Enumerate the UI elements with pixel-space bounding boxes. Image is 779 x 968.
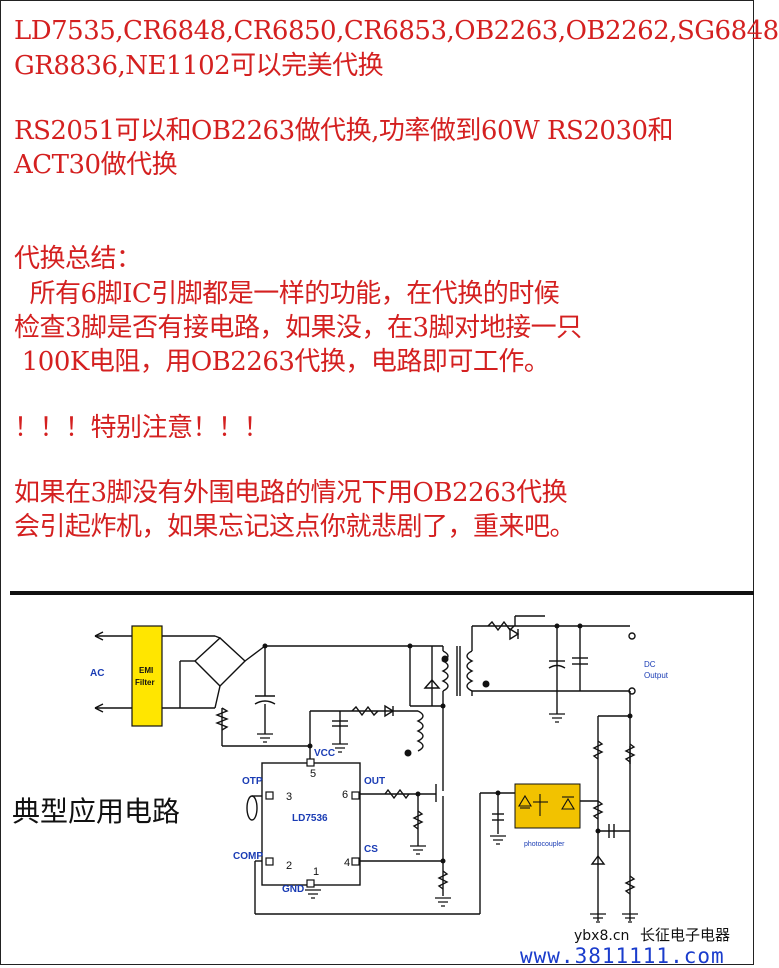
watermark-site: ybx8.cn <box>574 928 630 944</box>
text-line-1: LD7535,CR6848,CR6850,CR6853,OB2263,OB226… <box>14 16 779 46</box>
text-line-8: 100K电阻，用OB2263代换，电路即可工作。 <box>14 347 550 377</box>
label-ic: LD7536 <box>292 813 328 824</box>
section-divider <box>10 591 754 595</box>
label-pin4: 4 <box>344 857 350 869</box>
text-line-7: 检查3脚是否有接电路，如果没，在3脚对地接一只 <box>14 313 582 343</box>
label-gnd: GND <box>282 884 304 895</box>
text-line-6: 所有6脚IC引脚都是一样的功能，在代换的时候 <box>14 279 560 309</box>
label-ac: AC <box>90 668 104 679</box>
label-dc: DC <box>644 660 656 669</box>
page-frame <box>0 0 754 965</box>
text-line-10: 如果在3脚没有外围电路的情况下用OB2263代换 <box>14 478 568 508</box>
text-line-3: RS2051可以和OB2263做代换,功率做到60W RS2030和 <box>14 116 674 146</box>
label-pin6: 6 <box>342 789 348 801</box>
label-out: OUT <box>364 776 385 787</box>
text-line-5: 代换总结： <box>14 244 142 274</box>
label-pin5: 5 <box>310 768 316 780</box>
circuit-diagram: AC EMI Filter VCC 5 OTP 3 OUT 6 LD7536 C… <box>90 615 669 923</box>
emi-filter-block <box>131 625 163 727</box>
label-cs: CS <box>364 844 378 855</box>
text-line-4: ACT30做代换 <box>14 150 178 180</box>
label-output: Output <box>644 671 669 680</box>
text-line-11: 会引起炸机，如果忘记这点你就悲剧了，重来吧。 <box>14 512 576 542</box>
label-pin3: 3 <box>286 791 292 803</box>
text-line-9: ！！！特别注意！！！ <box>14 413 270 443</box>
label-emi: EMI <box>139 666 153 675</box>
label-vcc: VCC <box>314 748 335 759</box>
label-pin1: 1 <box>313 866 319 878</box>
text-line-2: GR8836,NE1102可以完美代换 <box>14 51 384 81</box>
label-comp: COMP <box>233 851 263 862</box>
label-otp: OTP <box>242 776 263 787</box>
label-filter: Filter <box>135 678 155 687</box>
watermark-url: www.3811111.com <box>520 944 725 968</box>
label-photocoupler: photocoupler <box>524 841 565 848</box>
watermark-brand: 长征电子电器 <box>640 926 731 944</box>
label-pin2: 2 <box>286 860 292 872</box>
circuit-caption: 典型应用电路 <box>12 795 181 828</box>
